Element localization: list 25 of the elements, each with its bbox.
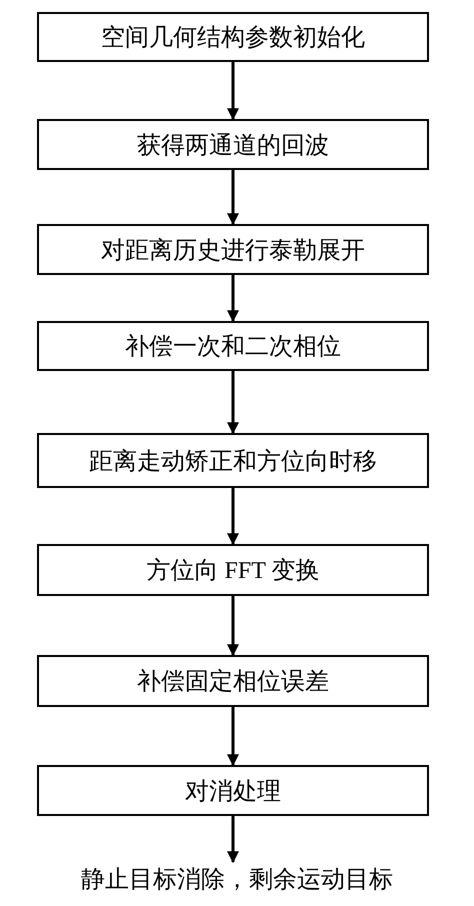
arrow	[227, 488, 239, 546]
step-label: 补偿固定相位误差	[137, 668, 329, 697]
arrow	[227, 275, 239, 322]
step-label: 方位向 FFT 变换	[146, 556, 320, 586]
step-label: 对消处理	[185, 778, 281, 806]
arrow	[227, 62, 239, 120]
process-box	[37, 321, 429, 371]
step-label: 距离走动矫正和方位向时移	[89, 448, 377, 476]
arrow	[227, 707, 239, 766]
step-label: 补偿一次和二次相位	[125, 332, 341, 362]
step-label: 获得两通道的回波	[137, 132, 329, 160]
process-box	[37, 119, 429, 170]
process-box	[37, 12, 429, 62]
process-box	[37, 655, 429, 707]
arrow	[227, 816, 239, 864]
step-label: 对距离历史进行泰勒展开	[101, 236, 365, 266]
process-box	[37, 765, 429, 816]
arrow	[227, 596, 239, 656]
arrow	[227, 371, 239, 434]
process-box	[37, 544, 429, 596]
process-box	[37, 433, 429, 488]
step-label: 空间几何结构参数初始化	[101, 24, 365, 53]
arrow	[227, 170, 239, 226]
result-text: 静止目标消除，剩余运动目标	[10, 858, 464, 900]
process-box	[37, 224, 429, 275]
